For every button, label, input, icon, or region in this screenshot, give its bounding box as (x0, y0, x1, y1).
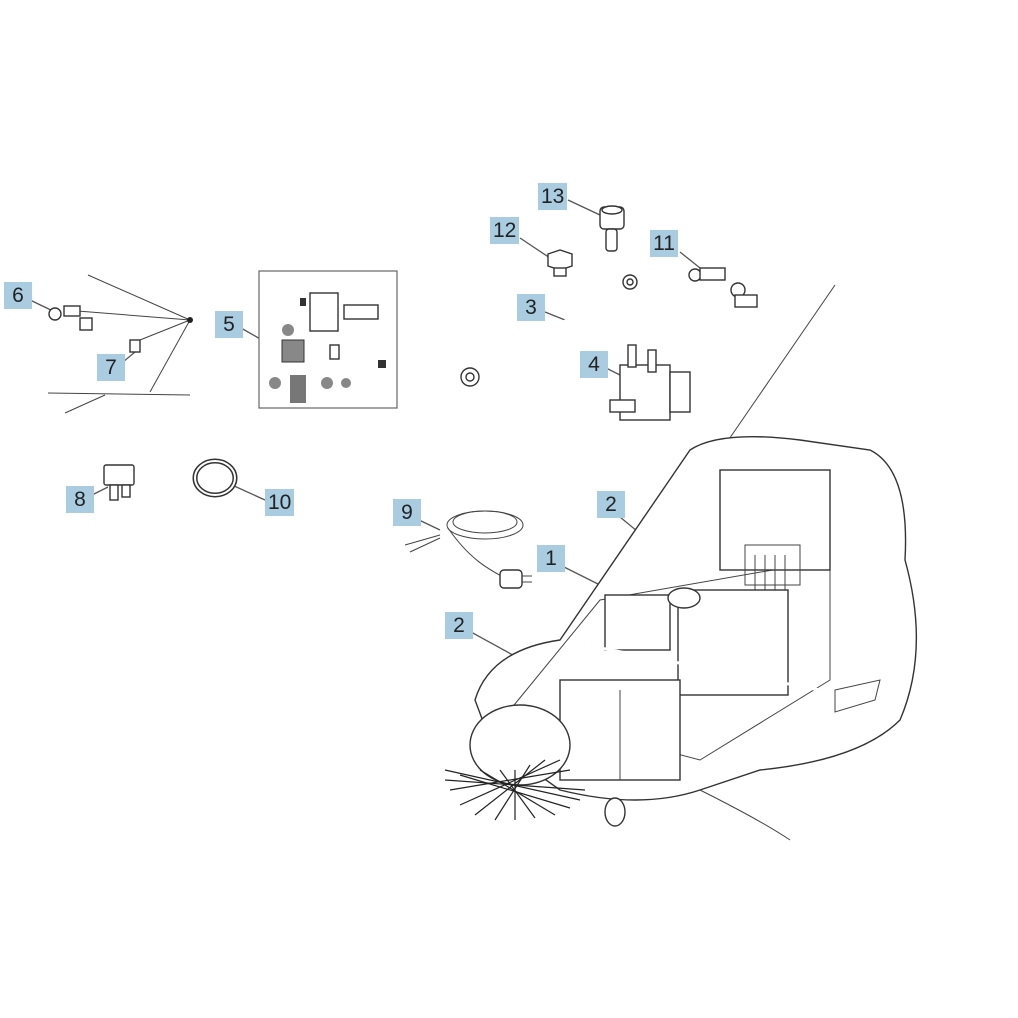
callout-10: 10 (265, 489, 295, 516)
part-3-cable (460, 274, 638, 387)
callout-12: 12 (490, 217, 520, 244)
part-11-terminals (688, 267, 758, 308)
callout-13: 13 (538, 183, 568, 210)
part-10-cable-tie (192, 458, 238, 498)
callout-6: 6 (4, 282, 32, 309)
callout-1: 1 (537, 545, 565, 572)
callout-7: 7 (97, 354, 125, 381)
sweeper-machine (444, 250, 999, 841)
callout-4: 4 (580, 351, 608, 378)
callout-2-upper: 2 (597, 491, 625, 518)
part-6-7-wire-harness (47, 274, 193, 414)
part-9-power-cord (404, 510, 532, 589)
callout-9: 9 (393, 499, 421, 526)
part-12-nut (547, 249, 573, 277)
part-4-relay (609, 344, 691, 421)
callout-8: 8 (66, 486, 94, 513)
brush-bristles (444, 759, 586, 821)
callout-5: 5 (215, 311, 243, 338)
part-8-fuse (103, 464, 135, 501)
callout-3: 3 (517, 294, 545, 321)
part-5-circuit-board (258, 270, 398, 409)
callout-2-lower: 2 (445, 612, 473, 639)
part-13-bolt (599, 205, 625, 252)
callout-11: 11 (650, 230, 678, 257)
